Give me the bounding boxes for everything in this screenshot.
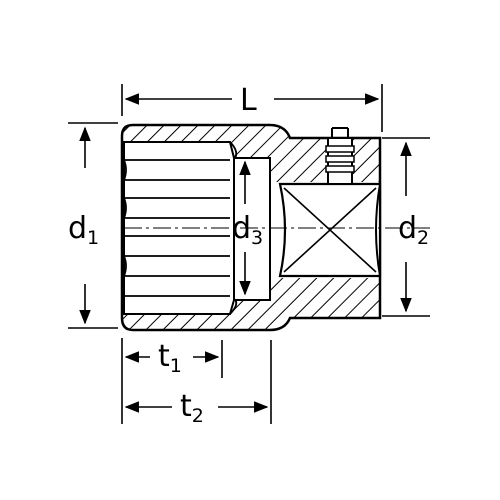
dim-d3: d3 [232, 160, 263, 296]
label-d3: d3 [232, 211, 263, 249]
dim-d2: d2 [398, 141, 429, 313]
square-drive-cross [283, 187, 377, 273]
label-t2: t2 [180, 389, 204, 427]
label-d2: d2 [398, 211, 429, 249]
dim-t2: t2 [124, 389, 269, 427]
socket-wall-hatch [122, 125, 380, 330]
square-drive-side [375, 183, 381, 277]
label-d1: d1 [68, 211, 99, 249]
dim-t1: t1 [124, 339, 220, 377]
socket-outline [120, 123, 382, 332]
extension-lines [68, 84, 430, 424]
dim-d1: d1 [68, 126, 99, 325]
dim-L: L [124, 83, 380, 118]
bore-flutes [123, 141, 238, 315]
relief-groove [233, 157, 271, 301]
socket-body [120, 123, 430, 332]
label-t1: t1 [158, 339, 182, 377]
label-L: L [240, 83, 257, 118]
detent-hole [325, 127, 355, 185]
